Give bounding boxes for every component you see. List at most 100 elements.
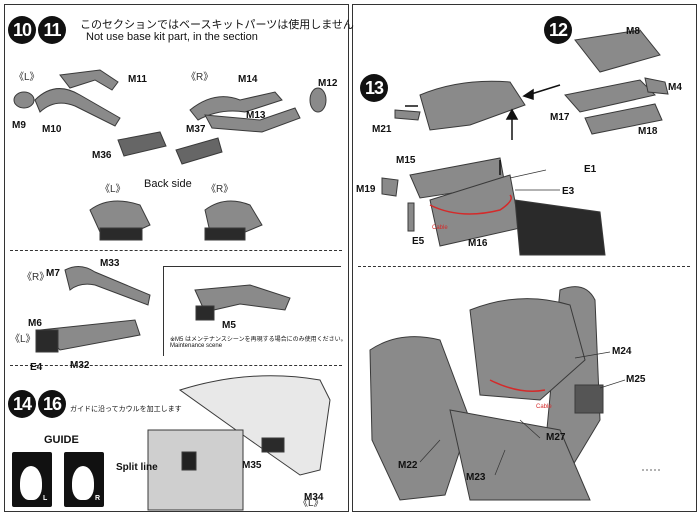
guide-card-left-letter: L [43,495,48,502]
drawing-cable-rear [489,379,546,392]
drawing-m37 [175,137,223,165]
part-label-e4: E4 [30,362,43,373]
divider-left-2 [10,365,342,366]
part-label-m33: M33 [100,258,120,269]
guide-card-right: R [64,452,104,507]
part-label-m22: M22 [398,460,418,471]
step-badge-14: 14 [8,390,36,418]
drawing-m14 [189,91,283,121]
part-label-m21: M21 [372,124,392,135]
drawing-m11 [59,69,119,91]
drawing-gearbox [514,199,606,256]
part-label-m24: M24 [612,346,632,357]
part-label-m12: M12 [318,78,338,89]
split-line-label: Split line [116,462,158,473]
part-label-m32: M32 [70,360,90,371]
back-side-label: Back side [144,178,192,190]
part-label-m5: M5 [222,320,236,331]
part-label-m19: M19 [356,184,376,195]
left-panel-frame [4,4,349,512]
drawing-back-right-plate [204,227,246,241]
drawing-m33 [64,266,151,306]
divider-m5-top [163,266,341,267]
divider-right-1 [358,266,690,267]
side-label-r-top: 《R》 [186,72,214,83]
drawing-m8 [574,29,661,73]
part-label-e3: E3 [562,186,575,197]
side-label-l-top: 《L》 [14,72,40,83]
step-badge-12: 12 [544,16,572,44]
drawing-back-left-plate [99,227,143,241]
guide-jp-note: ガイドに沿ってカウルを加工します [70,406,182,413]
drawing-m36 [117,131,167,157]
drawing-back-right [204,200,263,236]
part-label-m37: M37 [186,124,206,135]
side-label-r-mid: 《R》 [22,272,50,283]
side-label-r-back: 《R》 [206,184,234,195]
part-label-m10: M10 [42,124,62,135]
drawing-photo-part [181,451,197,471]
drawing-m21 [394,109,421,121]
part-label-m4: M4 [668,82,682,93]
divider-vertical-step [163,266,164,356]
drawing-rear-wing-left [369,336,471,501]
drawing-m35 [261,437,285,453]
header-jp-note: このセクションではベースキットパーツは使用しません [80,19,354,31]
part-label-m36: M36 [92,150,112,161]
part-label-e1: E1 [584,164,597,175]
part-label-m35: M35 [242,460,262,471]
part-label-m9: M9 [12,120,26,131]
part-label-m17: M17 [550,112,570,123]
part-label-m6: M6 [28,318,42,329]
drawing-m5 [195,305,215,321]
drawing-m19 [381,177,399,197]
drawing-cowl [178,375,331,476]
right-panel-frame [352,4,697,512]
drawing-m6-plate [35,329,59,353]
part-label-m15: M15 [396,155,416,166]
step-badge-10: 10 [8,16,36,44]
drawing-m18 [584,103,663,135]
drawing-m9 [13,91,35,109]
cable-label-13: Cable [432,225,448,231]
part-label-m13: M13 [246,110,266,121]
part-label-m7: M7 [46,268,60,279]
drawing-intake [419,80,526,131]
step-badge-13: 13 [360,74,388,102]
drawing-m4 [644,77,669,95]
part-label-m14: M14 [238,74,258,85]
drawing-cable-13 [429,194,512,215]
part-label-m16: M16 [468,238,488,249]
drawing-m13 [204,107,301,133]
guide-title: GUIDE [44,434,79,446]
guide-card-left-shape [20,466,42,500]
guide-card-left: L [12,452,52,507]
side-label-l-mid: 《L》 [10,334,36,345]
drawing-e5 [407,202,415,232]
drawing-m25 [574,384,604,414]
part-label-m34: M34 [304,492,324,503]
side-label-l-back: 《L》 [100,184,126,195]
drawing-engine-block [469,298,586,401]
drawing-m17 [564,79,656,113]
step-badge-16: 16 [38,390,66,418]
drawing-m10 [34,88,121,127]
part-label-m23: M23 [466,472,486,483]
part-label-m18: M18 [638,126,658,137]
drawing-m12 [309,87,327,113]
step-badge-11: 11 [38,16,66,44]
part-label-m8: M8 [626,26,640,37]
m5-note-jp: ※M5 はメンテナンスシーンを再現する場合にのみ使用ください。 [170,337,347,343]
part-label-m11: M11 [128,74,147,85]
header-en-note: Not use base kit part, in the section [86,31,258,43]
part-label-e5: E5 [412,236,425,247]
m5-note-en: Maintenance scene [170,343,223,349]
cable-label-rear: Cable [536,404,552,410]
part-label-m25: M25 [626,374,646,385]
side-label-l-cowl: 《L》 [298,498,324,509]
guide-card-right-shape [72,466,94,500]
divider-left-1 [10,250,342,251]
guide-card-right-letter: R [95,495,101,502]
part-label-m27: M27 [546,432,566,443]
